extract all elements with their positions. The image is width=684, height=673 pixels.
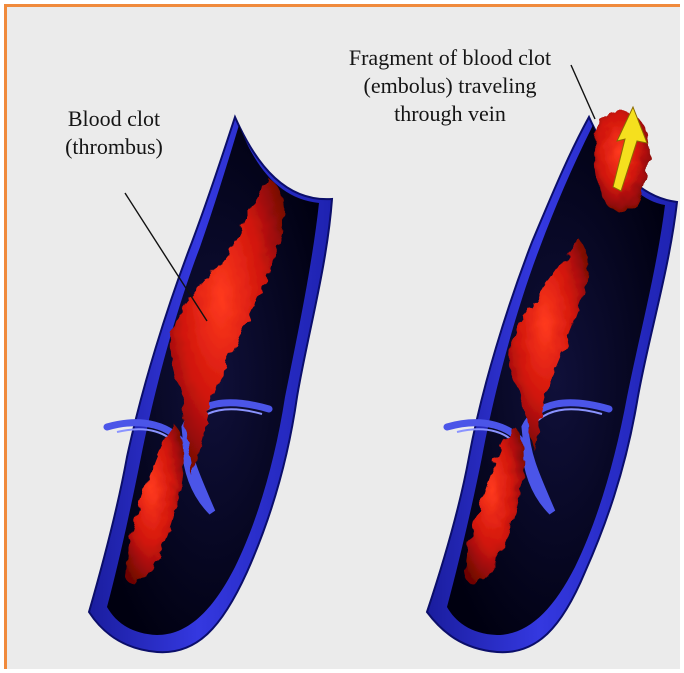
- illustration-frame: Blood clot (thrombus) Fragment of blood …: [4, 4, 680, 669]
- embolus-label-line3: through vein: [315, 100, 585, 128]
- thrombus-label-line2: (thrombus): [29, 133, 199, 161]
- left-vein: [89, 117, 332, 652]
- thrombus-label-line1: Blood clot: [29, 105, 199, 133]
- thrombus-label: Blood clot (thrombus): [29, 105, 199, 161]
- embolus-label-line1: Fragment of blood clot: [315, 44, 585, 72]
- embolus-label-line2: (embolus) traveling: [315, 72, 585, 100]
- embolus-label: Fragment of blood clot (embolus) traveli…: [315, 44, 585, 128]
